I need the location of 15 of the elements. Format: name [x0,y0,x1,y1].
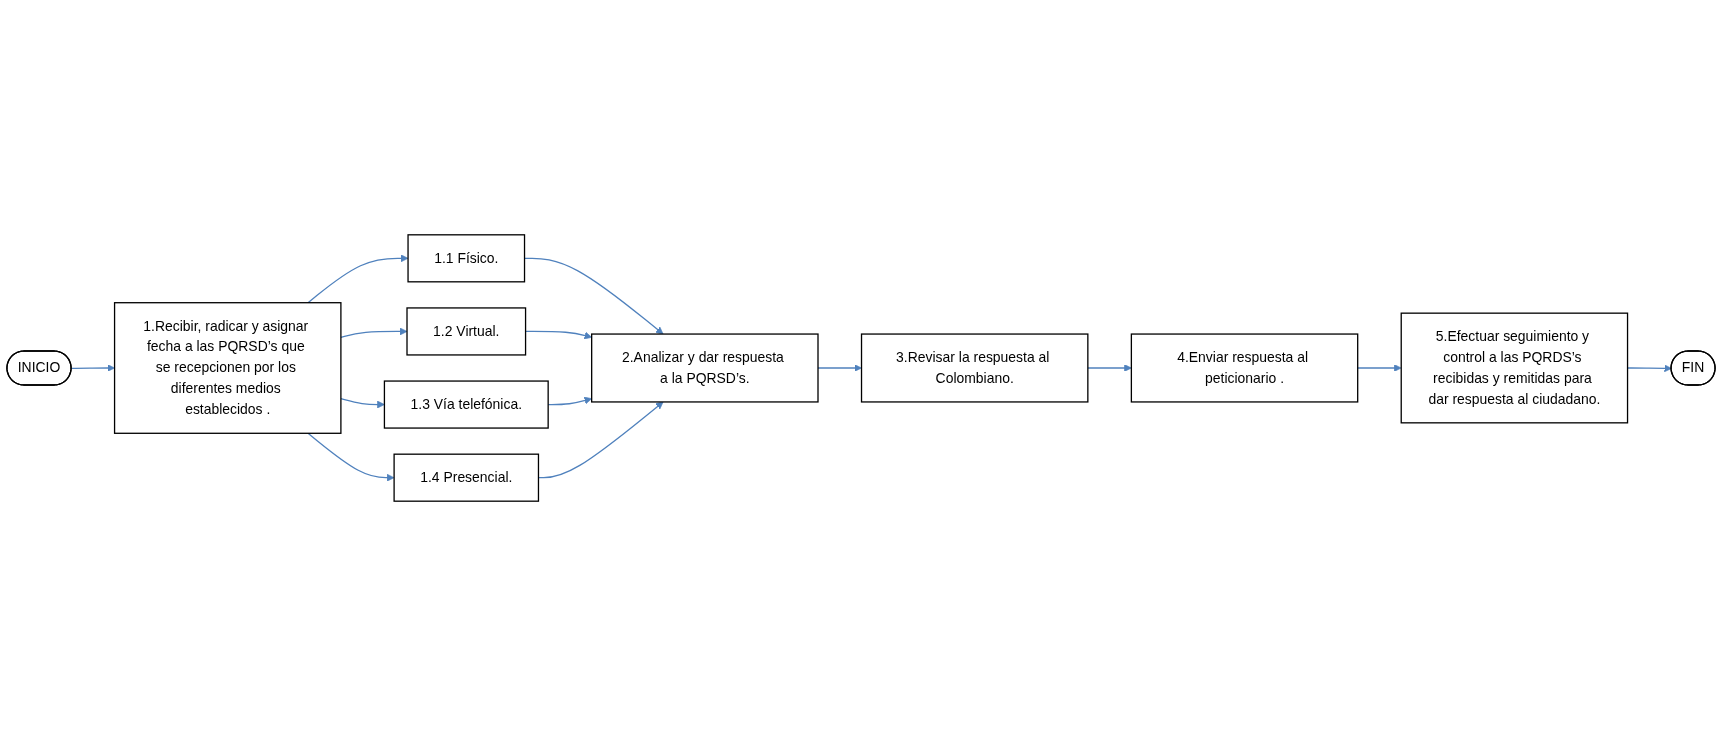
node-box: 5.Efectuar seguimiento y control a las PQRDS’s recibidas y remitidas para dar respuesta al ciudadano. [1400,312,1629,424]
node-box: 1.3 Vía telefónica. [383,380,549,429]
node-box: 4.Enviar respuesta al peticionario . [1130,333,1359,403]
node-box: 2.Analizar y dar respuesta a la PQRSD’s. [591,333,819,403]
node-box: 1.4 Presencial. [393,453,540,502]
node-box: 1.Recibir, radicar y asignar fecha a las PQRSD’s que se recepcionen por los diferentes medios establecidos . [113,302,342,434]
node-box: 1.2 Virtual. [406,307,527,356]
arrow [1357,364,1402,372]
arrow [340,398,385,409]
node-box: 1.1 Físico. [407,234,526,283]
arrow [1087,364,1132,372]
node-box: 3.Revisar la respuesta al Colombiano. [860,333,1089,403]
arrow [340,327,408,338]
arrow [307,254,409,304]
arrow [307,432,395,482]
